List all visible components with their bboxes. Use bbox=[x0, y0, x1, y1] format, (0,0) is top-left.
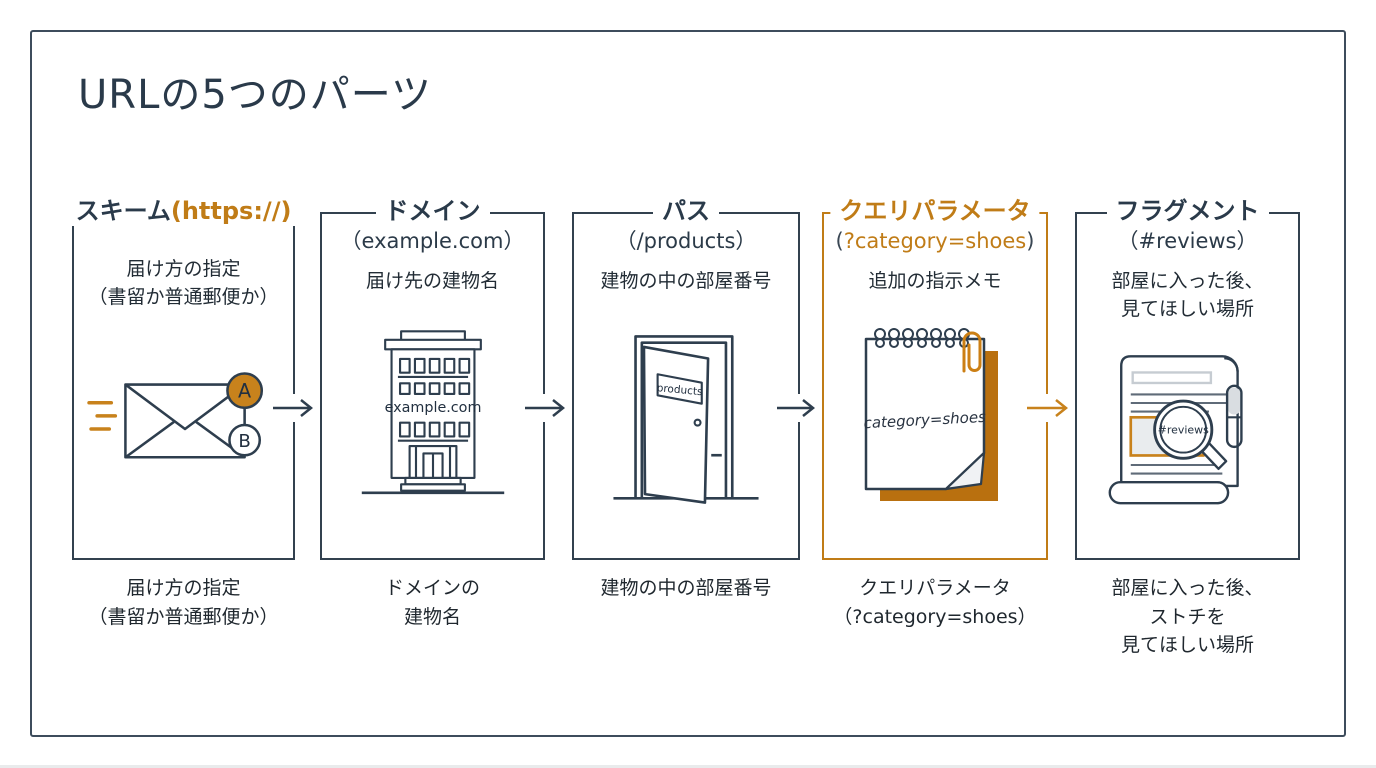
path-box: パス （/products） 建物の中の部屋番号 products bbox=[572, 197, 800, 560]
query-example: (?category=shoes) bbox=[835, 229, 1035, 253]
domain-example: （example.com） bbox=[340, 229, 525, 253]
magnifier-lens bbox=[1152, 399, 1213, 460]
route-b-circle bbox=[227, 423, 261, 457]
pen-cap bbox=[1227, 387, 1240, 415]
notepad-icon: category=shoes bbox=[863, 328, 998, 502]
scheme-title-text: スキーム bbox=[75, 197, 171, 225]
scheme-title-example: (https://) bbox=[170, 197, 292, 225]
scheme-box-title: スキーム(https://) bbox=[66, 197, 301, 226]
bottom-edge-strip bbox=[0, 765, 1376, 768]
route-a-label: A bbox=[238, 379, 251, 402]
scroll-roll bbox=[1108, 480, 1229, 505]
domain-box: ドメイン （example.com） 届け先の建物名 bbox=[320, 197, 545, 560]
path-example: （/products） bbox=[615, 229, 757, 253]
scheme-box: スキーム(https://) 届け方の指定 （書留か普通郵便か） bbox=[66, 197, 301, 560]
fragment-box-title: フラグメント bbox=[1106, 197, 1269, 226]
query-description: 追加の指示メモ bbox=[868, 270, 1002, 293]
door-sign-plate bbox=[656, 373, 703, 405]
folded-corner bbox=[944, 452, 986, 491]
building-icon: example.com bbox=[361, 330, 504, 495]
arrow-scheme-to-domain bbox=[272, 394, 318, 422]
scheme-description: 届け方の指定 （書留か普通郵便か） bbox=[88, 258, 279, 308]
door-sign-label: products bbox=[656, 382, 703, 398]
query-caption: クエリパラメータ （?category=shoes） bbox=[833, 577, 1037, 628]
fragment-caption: 部屋に入った後、 ストチを 見てほしい場所 bbox=[1111, 577, 1264, 656]
arrow-query-to-fragment bbox=[1026, 394, 1073, 422]
door-icon: products bbox=[613, 334, 759, 504]
envelope-icon: A B bbox=[86, 371, 263, 459]
pen-icon bbox=[1225, 384, 1243, 448]
fragment-example: （#reviews） bbox=[1117, 229, 1258, 253]
arrow-path-to-query bbox=[776, 394, 820, 422]
path-caption: 建物の中の部屋番号 bbox=[600, 577, 772, 599]
route-a-circle bbox=[225, 371, 263, 409]
arrow-domain-to-path bbox=[524, 394, 570, 422]
building-sign-label: example.com bbox=[384, 400, 481, 416]
path-box-title: パス bbox=[653, 197, 719, 226]
page-title: URLの5つのパーツ bbox=[78, 72, 433, 118]
door-knob bbox=[693, 418, 702, 427]
domain-description: 届け先の建物名 bbox=[365, 270, 499, 293]
scroll-document-icon: #reviews bbox=[1108, 354, 1243, 505]
route-b-label: B bbox=[238, 431, 250, 452]
domain-box-title: ドメイン bbox=[375, 197, 490, 226]
query-box-title: クエリパラメータ bbox=[830, 197, 1040, 226]
query-box: クエリパラメータ (?category=shoes) 追加の指示メモ bbox=[822, 197, 1048, 560]
path-description: 建物の中の部屋番号 bbox=[600, 270, 772, 293]
scheme-caption: 届け方の指定 （書留か普通郵便か） bbox=[88, 577, 279, 628]
fragment-box: フラグメント （#reviews） 部屋に入った後、 見てほしい場所 bbox=[1075, 197, 1300, 560]
domain-caption: ドメインの 建物名 bbox=[384, 577, 480, 628]
paperclip-icon bbox=[962, 331, 982, 373]
fragment-description: 部屋に入った後、 見てほしい場所 bbox=[1111, 270, 1264, 320]
magnifier-label: #reviews bbox=[1157, 423, 1208, 436]
